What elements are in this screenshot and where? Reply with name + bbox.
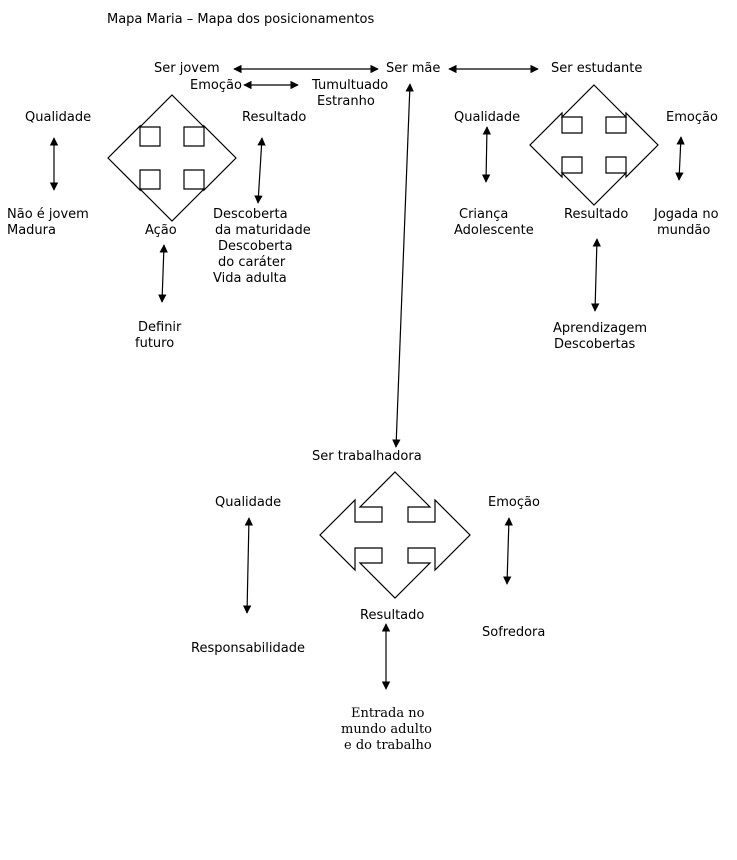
ser-jovem-acao-value-1: Definir (138, 320, 182, 335)
ser-trabalhadora-resultado-value-1: Entrada no (351, 706, 425, 721)
ser-jovem-resultado-value-1: Descoberta (213, 207, 288, 222)
node-ser-mae: Ser mãe (386, 61, 441, 76)
ser-trabalhadora-emocao-value-1: Sofredora (482, 625, 546, 640)
ser-estudante-qualidade-value-2: Adolescente (454, 223, 534, 238)
ser-trabalhadora-resultado-value-2: mundo adulto (341, 722, 433, 737)
ser-estudante-resultado-label: Resultado (564, 207, 629, 222)
ser-estudante-resultado-value-1: Aprendizagem (553, 321, 648, 336)
cross-arrow-ser-estudante (529, 84, 659, 206)
cross-arrow-ser-jovem (107, 94, 237, 222)
arrow-jovem-resultado (254, 137, 266, 204)
ser-jovem-resultado-value-3: Descoberta (218, 239, 293, 254)
ser-estudante-emocao-value-2: mundão (657, 223, 711, 238)
ser-jovem-resultado-value-5: Vida adulta (213, 271, 287, 286)
ser-jovem-resultado-value-4: do caráter (218, 255, 286, 270)
ser-trabalhadora-qualidade-value-1: Responsabilidade (191, 641, 305, 656)
ser-estudante-qualidade-label: Qualidade (454, 110, 521, 125)
ser-jovem-acao-value-2: futuro (135, 336, 175, 351)
ser-jovem-emocao-value-2: Estranho (317, 94, 375, 109)
node-ser-jovem: Ser jovem (154, 61, 220, 76)
arrow-estudante-resultado (591, 238, 601, 312)
ser-trabalhadora-resultado-value-3: e do trabalho (344, 738, 432, 753)
ser-jovem-resultado-value-2: da maturidade (215, 223, 311, 238)
ser-jovem-resultado-label: Resultado (242, 110, 307, 125)
page-title: Mapa Maria – Mapa dos posicionamentos (107, 12, 375, 27)
ser-jovem-qualidade-label: Qualidade (25, 110, 92, 125)
ser-trabalhadora-resultado-label: Resultado (360, 608, 425, 623)
ser-trabalhadora-emocao-label: Emoção (488, 495, 540, 510)
node-ser-trabalhadora: Ser trabalhadora (312, 449, 422, 464)
ser-trabalhadora-qualidade-label: Qualidade (215, 495, 282, 510)
ser-estudante-qualidade-value-1: Criança (459, 207, 509, 222)
ser-estudante-emocao-value-1: Jogada no (654, 207, 719, 222)
arrow-trabalhadora-emocao (503, 517, 513, 585)
arrow-estudante-qualidade (481, 126, 492, 183)
arrow-ser-mae-ser-trabalhadora (392, 83, 414, 448)
arrow-estudante-emocao (675, 136, 685, 181)
ser-jovem-qualidade-value-2: Madura (7, 223, 56, 238)
arrow-trabalhadora-qualidade (242, 517, 254, 614)
ser-jovem-acao-label: Ação (145, 223, 177, 238)
cross-arrow-ser-trabalhadora (319, 471, 471, 599)
ser-jovem-qualidade-value-1: Não é jovem (7, 207, 89, 222)
ser-estudante-emocao-label: Emoção (666, 110, 718, 125)
node-ser-estudante: Ser estudante (551, 61, 643, 76)
ser-jovem-emocao-value-1: Tumultuado (312, 78, 389, 93)
ser-estudante-resultado-value-2: Descobertas (554, 337, 636, 352)
arrow-jovem-acao (158, 244, 168, 303)
ser-jovem-emocao-label: Emoção (190, 78, 242, 93)
